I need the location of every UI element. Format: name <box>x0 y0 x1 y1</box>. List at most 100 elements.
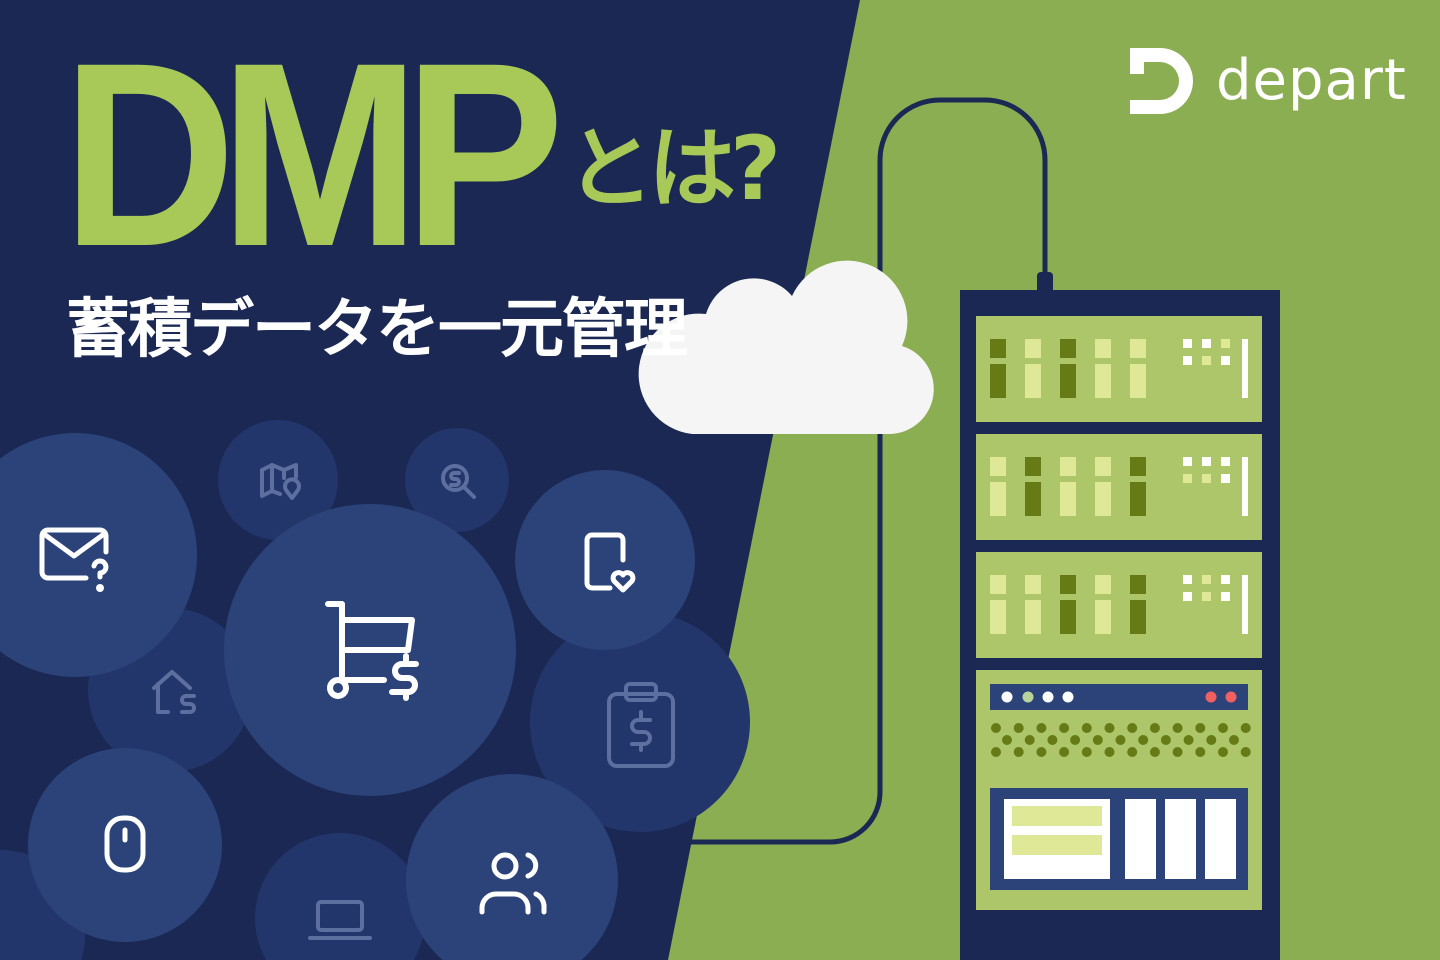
vent-dot <box>1036 747 1047 757</box>
server-indicator <box>1202 457 1211 466</box>
server-led <box>1025 457 1041 476</box>
bubbles <box>0 420 750 960</box>
server-slot <box>1242 575 1248 634</box>
server-led <box>1130 364 1146 398</box>
vent-dot <box>1160 735 1171 745</box>
vent-dot <box>1081 747 1092 757</box>
server-led <box>990 364 1006 398</box>
vent-dot <box>1149 747 1160 757</box>
server-indicator <box>1183 592 1192 601</box>
server-led <box>990 482 1006 516</box>
server-indicator <box>1221 356 1230 365</box>
vent-dot <box>1115 735 1126 745</box>
vent-dot <box>1070 735 1081 745</box>
map-pin-icon <box>260 463 301 500</box>
vent-dot <box>1172 747 1183 757</box>
server-indicator <box>1202 356 1211 365</box>
server-indicator <box>1202 474 1211 483</box>
clipboard-dollar-icon <box>607 682 675 768</box>
server-indicator <box>1221 457 1230 466</box>
server-indicator <box>1183 575 1192 584</box>
server-rack-icon <box>960 290 1280 960</box>
server-unit <box>976 552 1262 658</box>
laptop-icon <box>308 900 372 940</box>
server-led <box>1095 339 1111 358</box>
server-indicator <box>1221 592 1230 601</box>
server-led <box>1130 600 1146 634</box>
server-led <box>1130 457 1146 476</box>
server-led <box>990 600 1006 634</box>
vent-dot <box>1240 747 1251 757</box>
server-led <box>1130 482 1146 516</box>
brand-logo[interactable]: depart <box>1130 48 1407 114</box>
vent-dot <box>1218 723 1228 733</box>
vent-dot <box>1047 735 1058 745</box>
vent-dot <box>1206 735 1217 745</box>
vent-dot <box>1092 735 1103 745</box>
phone-heart-icon <box>584 532 636 593</box>
vent-dot <box>1218 747 1228 757</box>
server-indicator <box>1202 339 1211 348</box>
server-indicator <box>1202 575 1211 584</box>
server-indicator <box>1221 339 1230 348</box>
vent-dot <box>1172 723 1183 733</box>
vent-dot <box>1195 747 1206 757</box>
server-slot <box>1242 339 1248 398</box>
server-led <box>1025 575 1041 594</box>
people-icon <box>479 852 547 915</box>
server-indicator <box>1221 575 1230 584</box>
server-led <box>1095 575 1111 594</box>
server-led <box>1060 575 1076 594</box>
cloud-icon <box>638 260 934 434</box>
vent-dot <box>1024 735 1035 745</box>
logo-text: depart <box>1216 48 1407 113</box>
vent-dot <box>1013 723 1024 733</box>
mail-question-icon <box>39 527 109 592</box>
server-led <box>990 575 1006 594</box>
server-led <box>1130 339 1146 358</box>
server-indicator <box>1183 457 1192 466</box>
vent-dot <box>1138 735 1149 745</box>
vent-dot <box>991 747 1001 757</box>
server-led <box>1130 575 1146 594</box>
vent-dot <box>1149 723 1160 733</box>
vent-dot <box>1104 723 1115 733</box>
server-unit <box>976 434 1262 540</box>
mouse-icon <box>104 815 146 873</box>
server-led <box>1025 600 1041 634</box>
headline-subtitle: 蓄積データを一元管理 <box>66 293 688 367</box>
cart-dollar-icon <box>325 601 419 701</box>
server-led <box>1025 364 1041 398</box>
vent-dot <box>1002 735 1012 745</box>
server-indicator <box>1183 339 1192 348</box>
server-led <box>1095 364 1111 398</box>
vent-dot <box>991 723 1001 733</box>
headline-dmp: DMP <box>62 8 565 301</box>
server-indicator <box>1183 474 1192 483</box>
server-led <box>1025 339 1041 358</box>
server-led <box>1060 457 1076 476</box>
vent-dot <box>1240 723 1251 733</box>
server-led <box>1060 339 1076 358</box>
server-led <box>1060 600 1076 634</box>
vent-dot <box>1013 747 1024 757</box>
headline-suffix: とは? <box>566 117 781 220</box>
depart-logo-icon <box>1130 48 1193 114</box>
vent-dot <box>1195 723 1206 733</box>
house-dollar-icon <box>152 670 196 714</box>
vent-dot <box>1127 747 1138 757</box>
vent-dot <box>1059 723 1070 733</box>
search-dollar-icon <box>441 464 476 499</box>
server-indicator <box>1221 474 1230 483</box>
server-led <box>990 339 1006 358</box>
server-led <box>1060 364 1076 398</box>
vent-dot <box>1183 735 1194 745</box>
server-led <box>1095 457 1111 476</box>
server-led <box>1060 482 1076 516</box>
server-indicator <box>1202 592 1211 601</box>
vent-dot <box>1059 747 1070 757</box>
vent-dot <box>1127 723 1138 733</box>
vent-dot <box>1104 747 1115 757</box>
server-indicator <box>1183 356 1192 365</box>
